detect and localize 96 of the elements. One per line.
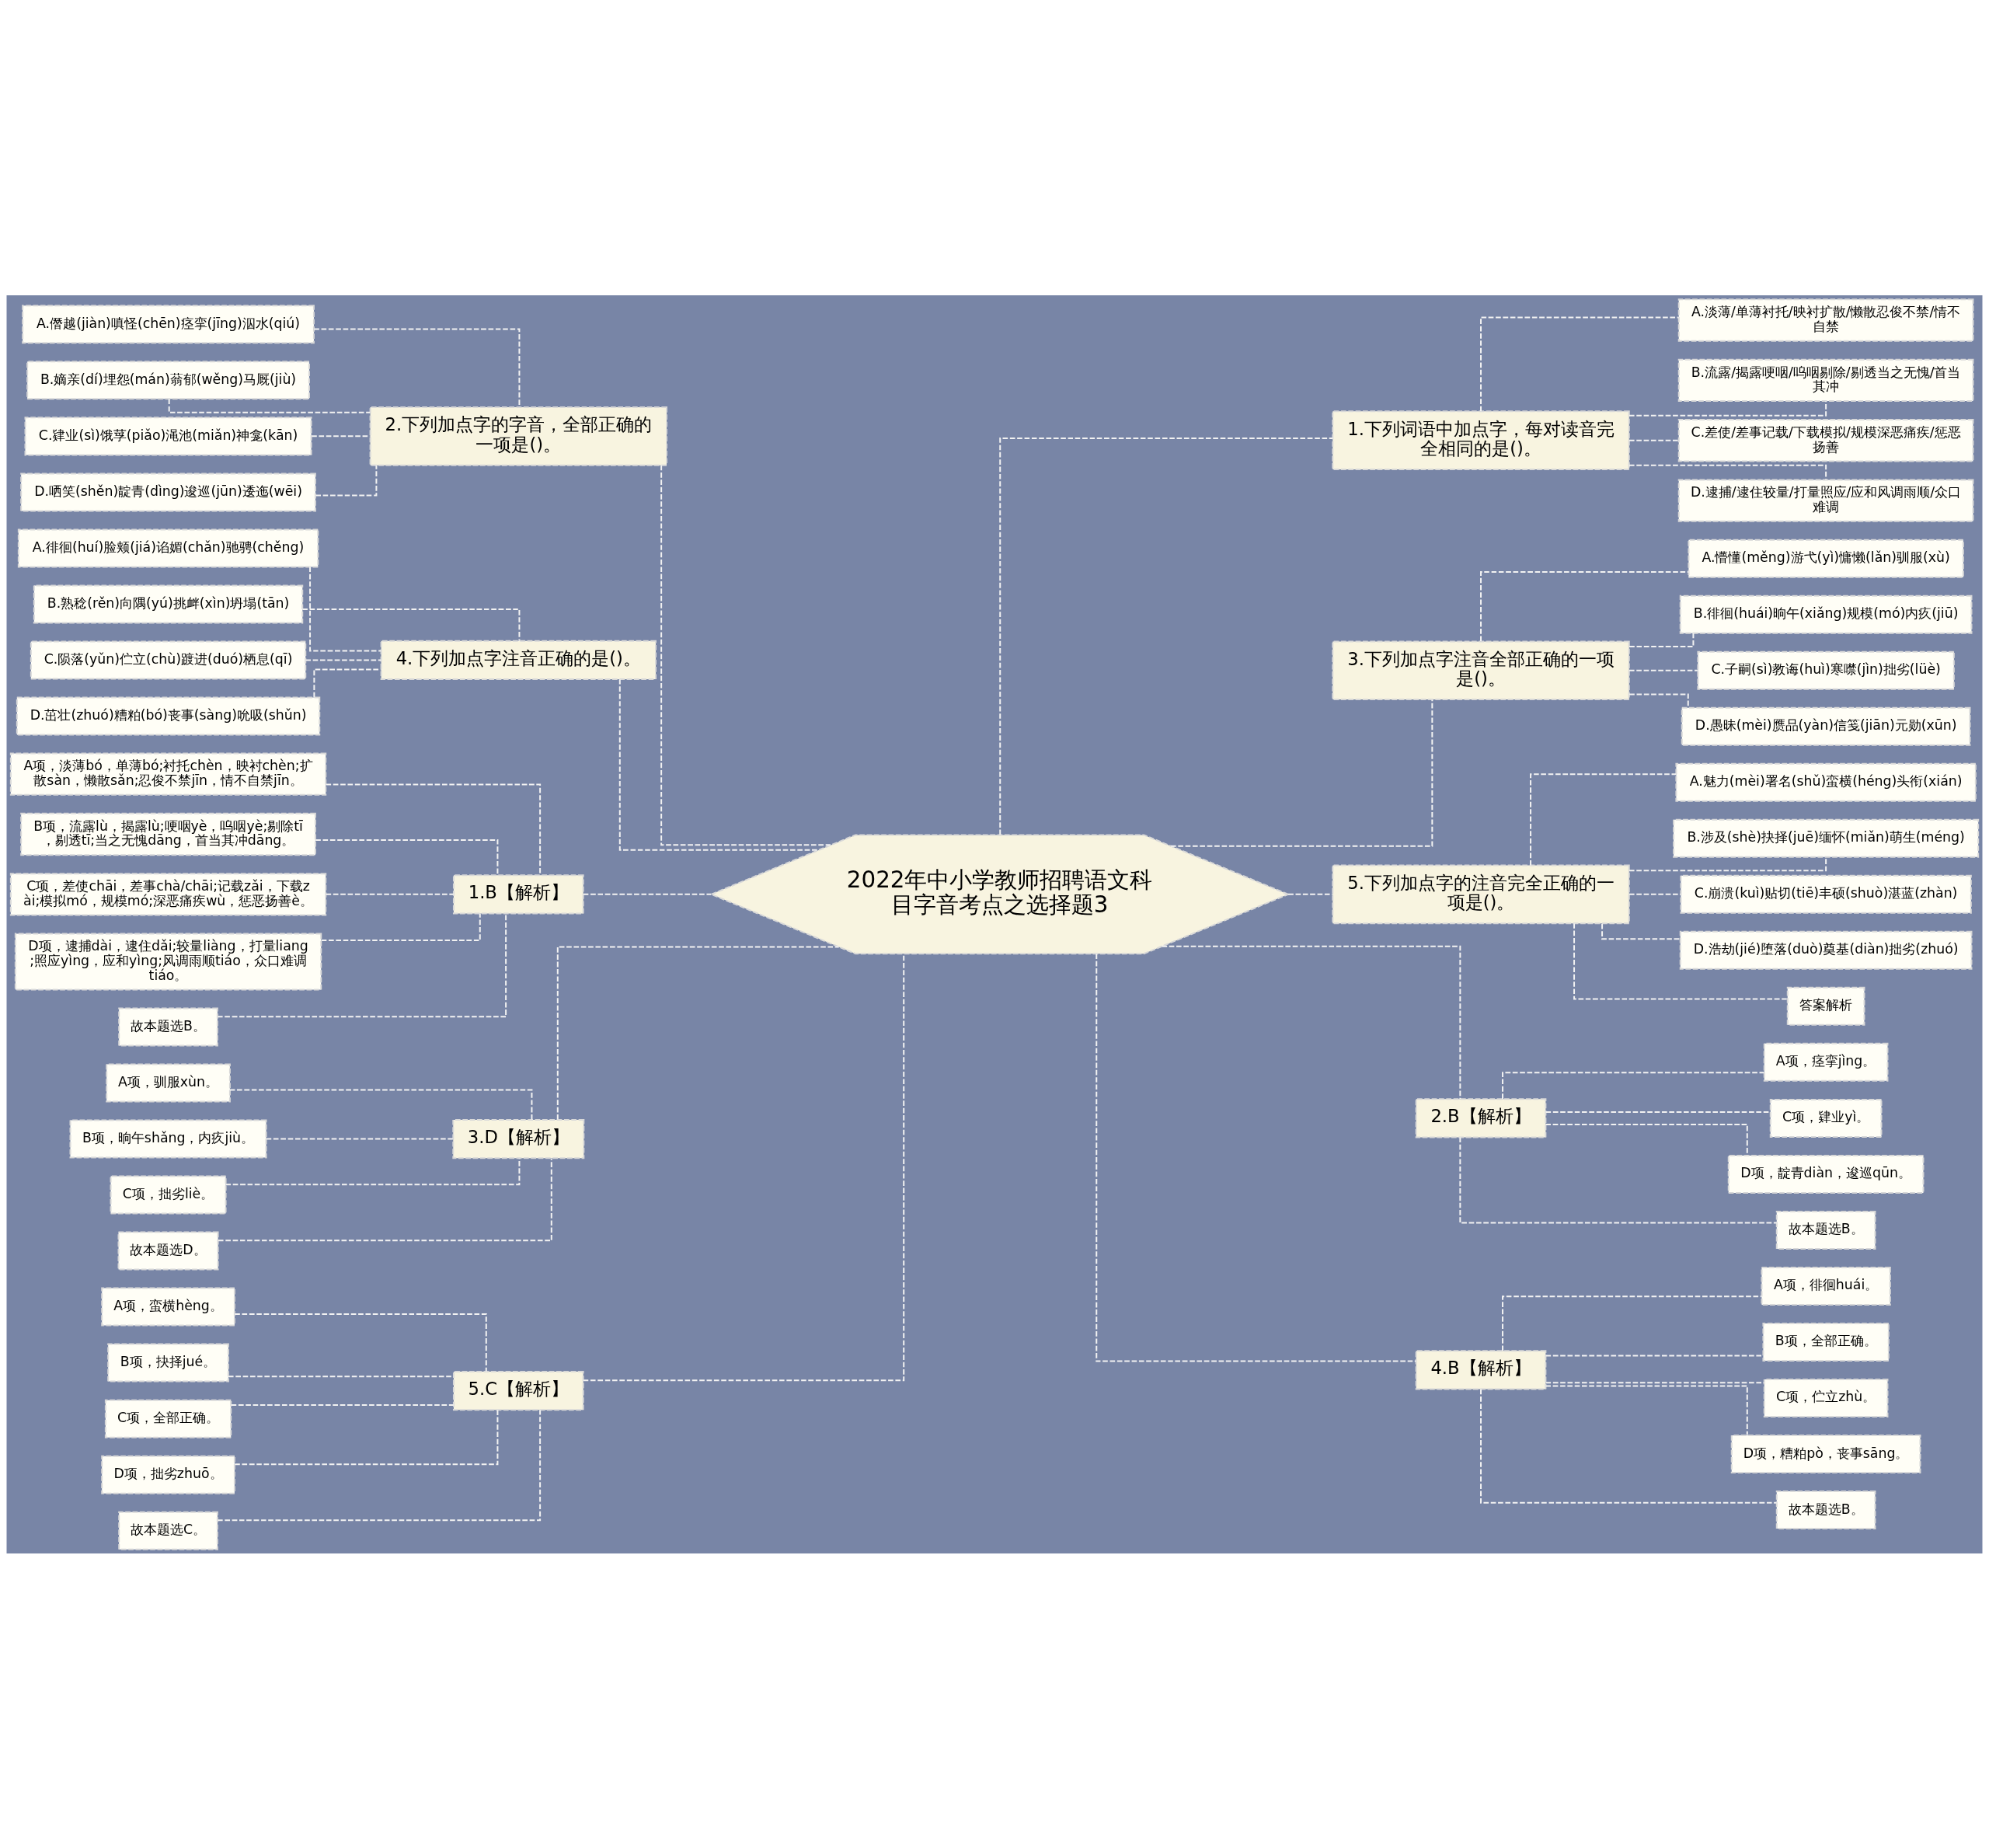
node-box: D.茁壮(zhuó)糟粕(bó)丧事(sàng)吮吸(shǔn)	[16, 696, 321, 735]
node-box: 答案解析	[1786, 986, 1865, 1026]
node-box: B.涉及(shè)抉择(juē)缅怀(miǎn)萌生(méng)	[1673, 818, 1980, 858]
connector	[313, 328, 521, 408]
connector	[217, 912, 507, 1017]
node-box: C项，肄业yì。	[1769, 1098, 1883, 1138]
node-box: 故本题选B。	[118, 1007, 218, 1047]
node-box: C.差使/差事记载/下载模拟/规模深恶痛疾/惩恶扬善	[1677, 418, 1974, 462]
node-box: D.哂笑(shěn)靛青(dìng)逡巡(jūn)逶迤(wēi)	[20, 472, 316, 511]
connector	[618, 678, 820, 851]
connector	[660, 464, 831, 846]
connector	[309, 566, 382, 651]
connector	[1573, 922, 1789, 999]
connector	[217, 1409, 542, 1521]
node-box: B.流露/揭露哽咽/呜咽剔除/剔透当之无愧/首当其冲	[1677, 358, 1974, 402]
node-box: A.淡薄/单薄衬托/映衬扩散/懒散忍俊不禁/情不自禁	[1677, 298, 1974, 342]
connector	[265, 1138, 455, 1140]
connector	[1545, 1381, 1765, 1383]
node-box: C项，伫立zhù。	[1763, 1378, 1889, 1417]
node-box: B项，全部正确。	[1762, 1322, 1890, 1362]
node-box: D.愚昧(mèi)赝品(yàn)信笺(jiān)元勋(xūn)	[1681, 706, 1971, 746]
connector	[320, 912, 481, 941]
node-box: 故本题选B。	[1775, 1210, 1876, 1250]
connector	[582, 893, 712, 895]
node-box: 3.下列加点字注音全部正确的一项是()。	[1332, 640, 1630, 700]
node-box: A.懵懂(měng)游弋(yì)慵懒(lǎn)驯服(xù)	[1688, 539, 1964, 578]
node-box: 4.下列加点字注音正确的是()。	[380, 640, 657, 680]
node-box: B.嫡亲(dí)埋怨(mán)蓊郁(wěng)马厩(jiù)	[26, 360, 310, 399]
node-box: 1.下列词语中加点字，每对读音完全相同的是()。	[1332, 410, 1630, 470]
connector	[325, 893, 455, 895]
node-box: C项，拙劣liè。	[110, 1175, 227, 1215]
connector	[234, 1313, 487, 1372]
connector	[1628, 893, 1682, 895]
node-box: C.崩溃(kuì)贴切(tiē)丰硕(shuò)湛蓝(zhàn)	[1680, 874, 1972, 914]
connector	[1096, 953, 1417, 1362]
connector	[1480, 1388, 1778, 1504]
connector	[315, 839, 499, 876]
node-box: 故本题选C。	[118, 1511, 218, 1550]
node-box: C.子嗣(sì)教诲(huì)寒噤(jìn)拙劣(lüè)	[1697, 650, 1955, 690]
node-box: D项，糟粕pò，丧事sāng。	[1730, 1434, 1921, 1473]
connector	[1530, 772, 1677, 866]
connector	[301, 608, 521, 642]
connector	[305, 658, 382, 661]
node-box: 故本题选B。	[1775, 1490, 1876, 1529]
connector	[556, 946, 840, 1120]
node-box: A项，蛮横hèng。	[101, 1287, 235, 1327]
node-box: C项，全部正确。	[104, 1399, 232, 1438]
node-box: D.逮捕/逮住较量/打量照应/应和风调雨顺/众口难调	[1677, 478, 1974, 522]
node-box: D项，拙劣zhuō。	[101, 1455, 235, 1494]
connector	[1459, 1136, 1778, 1224]
node-box: B.熟稔(rěn)向隅(yú)挑衅(xìn)坍塌(tān)	[33, 584, 304, 623]
connector	[999, 437, 1334, 835]
node-box: D项，逮捕dài，逮住dǎi;较量liàng，打量liang;照应yìng，应和yìng;风调雨顺tiáo，众口难调tiáo。	[14, 933, 322, 990]
node-box: C.肄业(sì)饿莩(piǎo)渑池(miǎn)神龛(kān)	[24, 416, 312, 455]
connector	[234, 1409, 499, 1465]
node-box: A.魅力(mèi)署名(shǔ)蛮横(héng)头衔(xián)	[1675, 762, 1977, 802]
node-box: C.陨落(yǔn)伫立(chù)踱进(duó)栖息(qī)	[30, 640, 307, 679]
connector	[225, 1156, 521, 1185]
node-box: B项，晌午shǎng，内疚jiù。	[69, 1119, 267, 1159]
connector	[1480, 570, 1690, 642]
node-box: B.徘徊(huái)晌午(xiǎng)规模(mó)内疚(jiū)	[1679, 594, 1973, 634]
connector	[315, 464, 378, 496]
node-box: A.僭越(jiàn)嗔怪(chēn)痉挛(jīng)泅水(qiú)	[22, 304, 315, 343]
node-box: A项，驯服xùn。	[106, 1063, 231, 1103]
node-box: B项，抉择jué。	[107, 1343, 229, 1383]
node-box: D项，靛青diàn，逡巡qūn。	[1727, 1154, 1925, 1194]
node-box: 5.下列加点字的注音完全正确的一项是()。	[1332, 864, 1630, 924]
connector	[1502, 1071, 1765, 1100]
connector	[1170, 699, 1433, 847]
connector	[1545, 1384, 1748, 1436]
connector	[1545, 1123, 1748, 1156]
node-box: A.徘徊(huí)脸颊(jiá)谄媚(chǎn)驰骋(chěng)	[17, 528, 319, 567]
node-box: 3.D【解析】	[452, 1118, 585, 1159]
node-box: 2.B【解析】	[1415, 1097, 1547, 1138]
connector	[1628, 632, 1695, 647]
node-box: D.浩劫(jié)堕落(duò)奠基(diàn)拙劣(zhuó)	[1679, 930, 1973, 970]
node-box: 故本题选D。	[117, 1231, 219, 1271]
connector	[1628, 439, 1680, 441]
connector	[1161, 945, 1461, 1100]
node-box: 5.C【解析】	[452, 1370, 584, 1410]
node-box: 1.B【解析】	[452, 873, 584, 914]
node-box: A项，徘徊huái。	[1761, 1266, 1891, 1306]
node-box: B项，流露lù，揭露lù;哽咽yè，呜咽yè;剔除tī，剔透tī;当之无愧dāng，首当其冲dāng。	[20, 812, 316, 856]
connector	[1628, 669, 1699, 671]
node-box: C项，差使chāi，差事chà/chāi;记载zǎi，下载zài;模拟mó，规模mó;深恶痛疾wù，惩恶扬善è。	[9, 872, 327, 915]
node-box: A项，淡薄bó，单薄bó;衬托chèn，映衬chèn;扩散sàn，懒散sǎn;忍俊不禁jīn，情不自禁jīn。	[9, 751, 327, 796]
connector	[1287, 893, 1334, 895]
connector	[1480, 316, 1680, 412]
node-box: A项，痉挛jìng。	[1763, 1042, 1889, 1082]
connector	[218, 1157, 552, 1241]
connector	[1601, 922, 1681, 940]
connector	[230, 1403, 455, 1406]
connector	[1502, 1295, 1763, 1351]
node-box: 2.下列加点字的字音，全部正确的一项是()。	[369, 406, 667, 466]
node-box: 4.B【解析】	[1415, 1349, 1547, 1390]
connector	[228, 1089, 533, 1121]
